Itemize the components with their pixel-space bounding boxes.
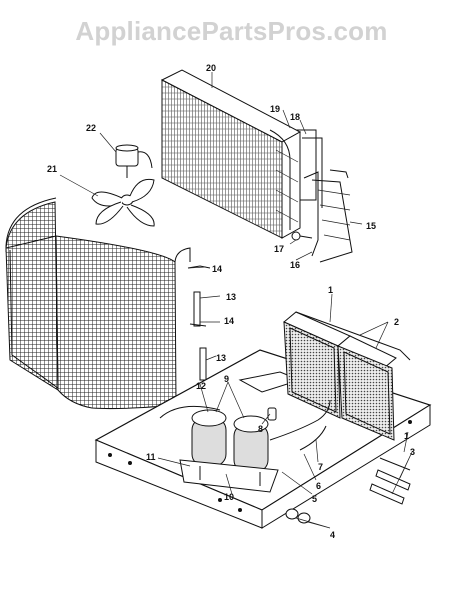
callout-5: 5 xyxy=(312,494,317,504)
small-parts xyxy=(285,457,411,524)
callout-2: 2 xyxy=(394,317,399,327)
callout-6: 6 xyxy=(316,481,321,491)
callout-19: 19 xyxy=(270,104,280,114)
tube-assembly xyxy=(291,129,353,263)
callout-20: 20 xyxy=(206,63,216,73)
callout-1-lower: 1 xyxy=(404,431,409,441)
callout-13-lower: 13 xyxy=(216,353,226,363)
callout-12: 12 xyxy=(196,381,206,391)
callout-21: 21 xyxy=(47,164,57,174)
callout-17: 17 xyxy=(274,244,284,254)
condenser-coil xyxy=(160,69,302,239)
callout-10: 10 xyxy=(224,492,234,502)
filter-panels xyxy=(283,311,411,441)
callout-13-upper: 13 xyxy=(226,292,236,302)
callout-8: 8 xyxy=(258,424,263,434)
callout-4: 4 xyxy=(330,530,335,540)
callout-1-upper: 1 xyxy=(328,285,333,295)
watermark-logo: AppliancePartsPros.com xyxy=(75,16,388,46)
callout-14-lower: 14 xyxy=(224,316,234,326)
callout-22: 22 xyxy=(86,123,96,133)
callout-15: 15 xyxy=(366,221,376,231)
refrigerant-lines xyxy=(159,399,331,451)
compressors xyxy=(179,409,279,493)
mounting-brackets xyxy=(187,265,211,381)
callout-9: 9 xyxy=(224,374,229,384)
callout-16: 16 xyxy=(290,260,300,270)
callout-14-upper: 14 xyxy=(212,264,222,274)
callout-11: 11 xyxy=(146,452,156,462)
callout-3: 3 xyxy=(410,447,415,457)
callout-18: 18 xyxy=(290,112,300,122)
fan-blade xyxy=(91,178,155,227)
coil-guard xyxy=(5,197,191,410)
fan-motor xyxy=(115,144,153,178)
callout-7: 7 xyxy=(318,462,323,472)
leader-lines xyxy=(59,72,413,529)
